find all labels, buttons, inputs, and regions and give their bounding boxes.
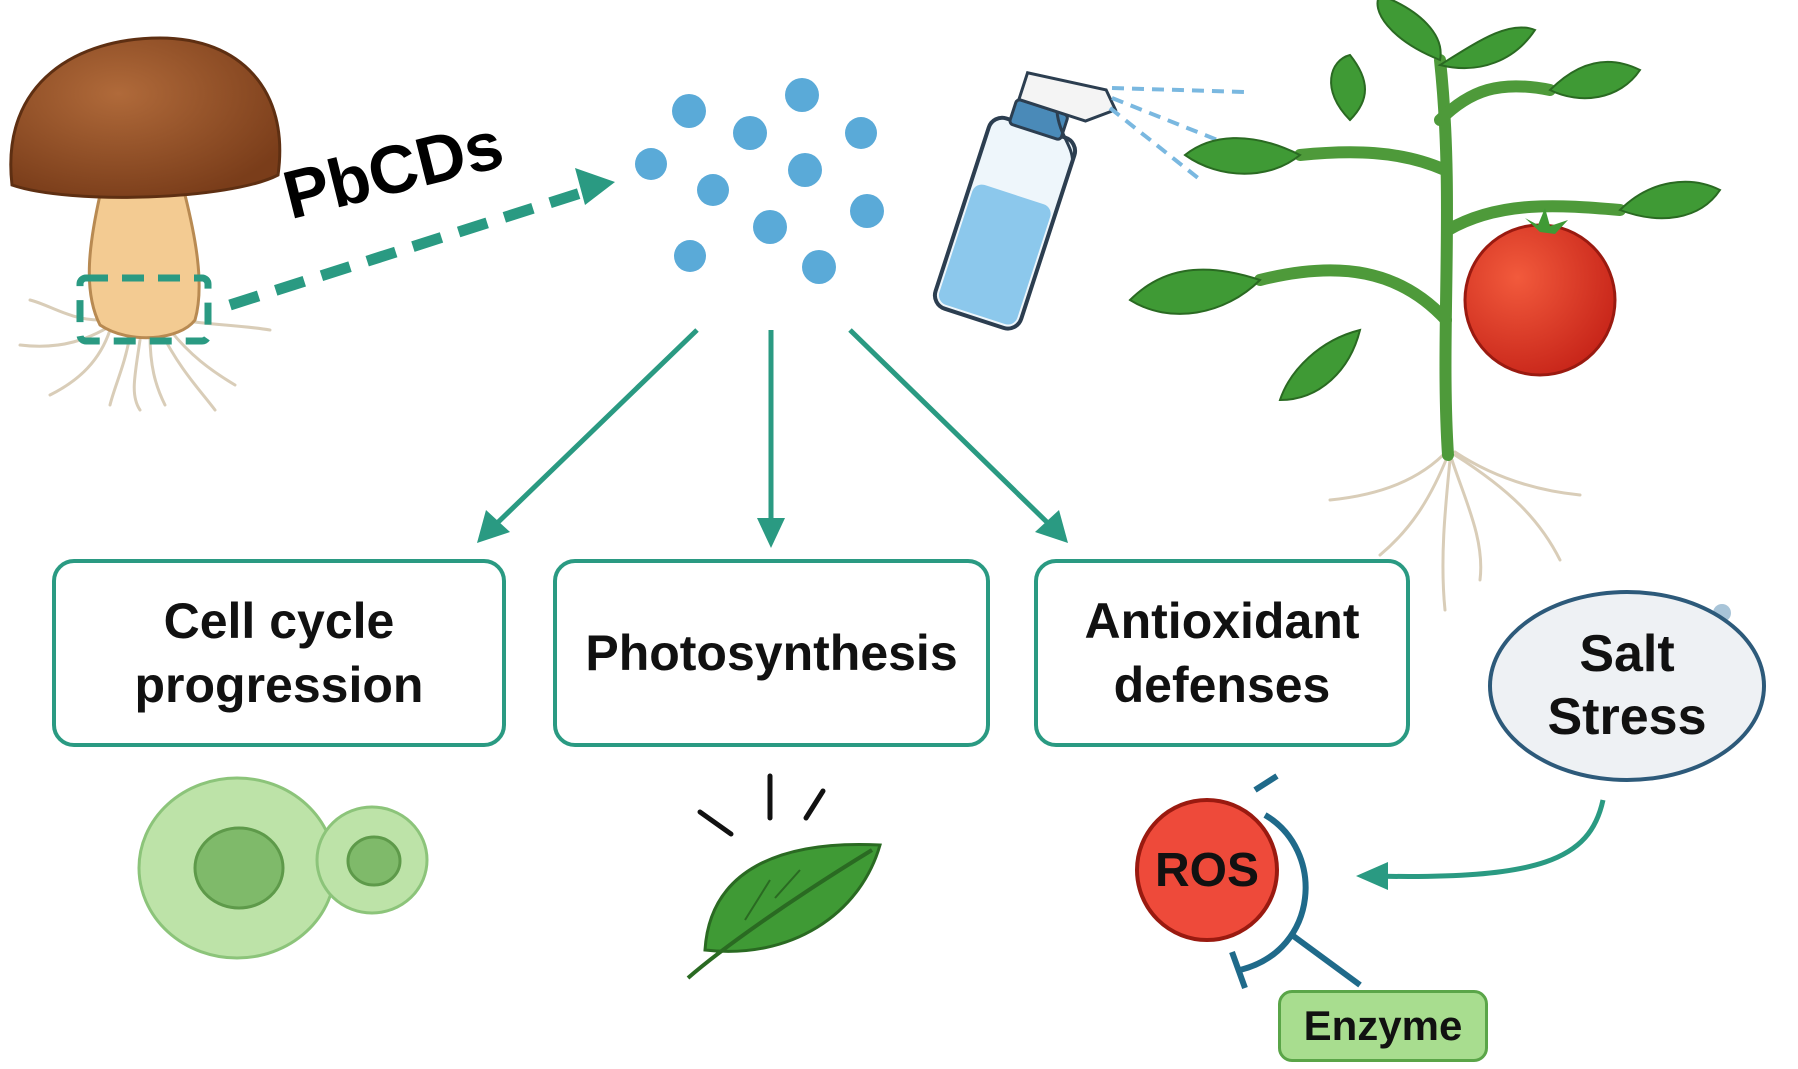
box-photosynthesis-text: Photosynthesis [585,625,958,681]
tomato-plant-icon [1128,0,1722,612]
box-photosynthesis: Photosynthesis [553,559,990,747]
salt-stress-ellipse: Salt Stress [1488,590,1766,782]
box-cell-cycle: Cell cycle progression [52,559,506,747]
box-antioxidant: Antioxidant defenses [1034,559,1410,747]
salt-arrow [1369,799,1606,879]
leaf-icon [686,773,882,980]
salt-stress-text: Salt Stress [1547,624,1707,746]
pbcds-arrow [228,184,592,311]
box-cell-cycle-text: Cell cycle progression [134,593,424,713]
inhibition-bar [1229,773,1362,990]
ros-icon [1135,798,1279,942]
enzyme-text: Enzyme [1303,1002,1463,1049]
enzyme-box: Enzyme [1278,990,1488,1062]
cell-icon [137,776,429,960]
carbon-dots [635,78,884,284]
mushroom-icon [9,36,282,412]
spray-bottle-icon [932,71,1246,331]
ros-label: ROS [1154,844,1259,897]
branch-arrows [488,328,1057,532]
box-antioxidant-text: Antioxidant defenses [1084,593,1360,713]
